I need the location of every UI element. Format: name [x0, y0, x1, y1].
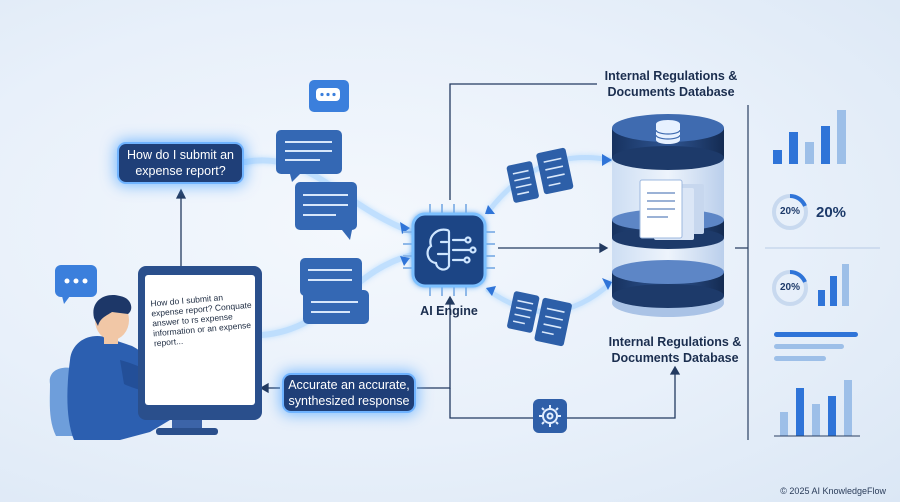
donut-1-side-value: 20%: [816, 204, 847, 221]
chat-bubble-icon-left: [55, 265, 97, 304]
doc-card-1: [506, 161, 539, 203]
db-title-bottom-line-2: Documents Database: [611, 351, 739, 365]
database-icon: [655, 120, 681, 144]
doc-card-3: [507, 291, 540, 333]
chat-bubble-icon-top: [309, 80, 349, 112]
gear-icon: [539, 405, 561, 427]
db-title-bottom-line-1: Internal Regulations &: [608, 335, 742, 349]
arrowhead-engine-in-top: [400, 222, 410, 234]
message-bubble-4: [303, 290, 369, 324]
donut-chart-icon-1: [772, 193, 808, 230]
donut-1-value: 20%: [779, 206, 800, 217]
doc-card-4: [534, 297, 572, 347]
donut-2-value: 20%: [779, 282, 800, 293]
stats-panel: [765, 110, 880, 437]
flow-arrowheads: [400, 154, 612, 296]
screen-text: How do I submit an expense report? Conqu…: [150, 290, 256, 348]
bar-chart-icon-3: [774, 380, 860, 437]
bar-chart-icon-2: [818, 264, 849, 306]
chat-bubbles: [55, 80, 369, 324]
brain-circuit-icon: [426, 228, 477, 271]
response-line-1: Accurate an accurate,: [288, 378, 410, 392]
footer-copyright: © 2025 AI KnowledgeFlow: [780, 486, 886, 496]
arrow-right-db: [599, 242, 609, 254]
arrowhead-engine-in-bottom: [400, 256, 410, 266]
db-title-top-line-1: Internal Regulations &: [604, 69, 738, 83]
db-title-top: Internal Regulations & Documents Databas…: [596, 68, 746, 100]
message-bubble-2: [295, 182, 357, 240]
doc-cards: [506, 147, 574, 347]
arrow-up-query: [175, 188, 187, 199]
engine-label: AI Engine: [420, 304, 478, 318]
arrowhead-db-out: [602, 278, 612, 290]
connector-engine-to-top-label: [449, 83, 597, 200]
arrowhead-engine-up: [485, 205, 495, 214]
arrow-up-bottom-label: [669, 365, 681, 375]
database-cylinder: [612, 114, 724, 317]
query-line-1: How do I submit an: [127, 148, 234, 162]
doc-card-2: [536, 147, 574, 195]
stacked-documents: [639, 179, 704, 240]
arrowhead-engine-from-db: [486, 286, 496, 296]
arrowhead-db-in: [602, 154, 612, 166]
ai-engine-chip: [403, 204, 495, 296]
message-bubble-3: [300, 258, 362, 296]
donut-chart-icon-2: [772, 269, 808, 306]
db-title-top-line-2: Documents Database: [607, 85, 735, 99]
db-title-bottom: Internal Regulations & Documents Databas…: [600, 334, 750, 366]
arrow-left-screen: [259, 382, 269, 394]
query-line-2: expense report?: [135, 164, 226, 178]
bar-chart-icon-1: [773, 110, 846, 164]
arrow-up-engine: [444, 295, 456, 305]
query-box: How do I submit an expense report?: [119, 144, 242, 182]
settings-gear-box: [533, 399, 567, 433]
monitor: [138, 266, 262, 435]
stats-bracket: [735, 105, 749, 440]
hair: [93, 294, 132, 326]
response-line-2: synthesized response: [288, 394, 410, 408]
message-bubble-1: [276, 130, 342, 182]
progress-lines-icon: [774, 332, 858, 361]
response-box: Accurate an accurate, synthesized respons…: [284, 375, 414, 411]
